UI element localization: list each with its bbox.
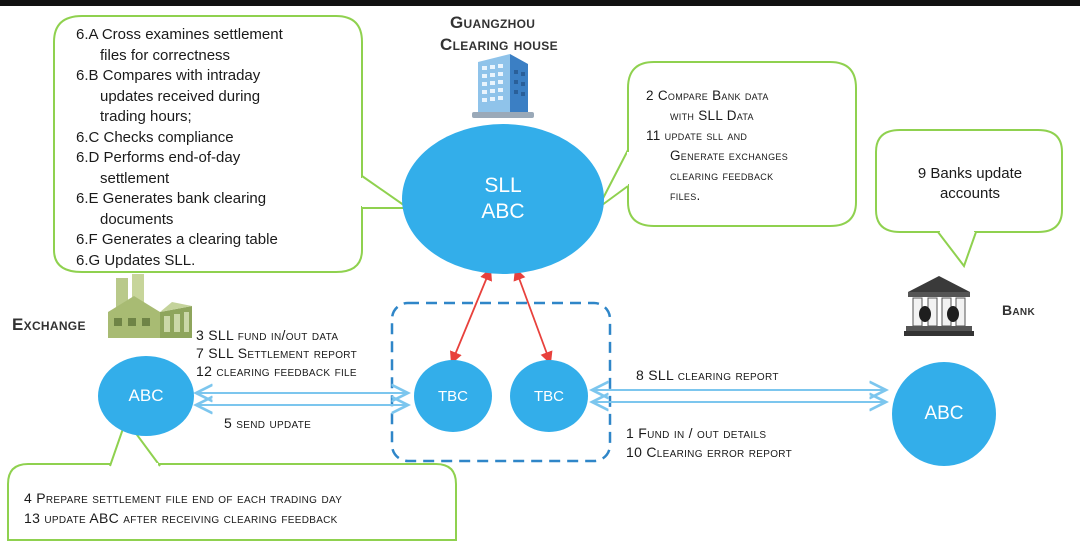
office-building-icon — [470, 52, 536, 120]
callout-line: with SLL Data — [670, 108, 754, 123]
factory-icon — [104, 272, 196, 342]
bank-abc-label: ABC — [924, 403, 964, 424]
tbc-right-node: TBC — [510, 360, 588, 432]
callout-line: settlement — [100, 169, 170, 187]
abc-label: ABC — [481, 200, 525, 223]
sll-abc-node: SLL ABC — [402, 124, 604, 274]
callout-line: 6.F Generates a clearing table — [76, 231, 278, 248]
bank-callout-tail — [937, 231, 977, 269]
right-callout-text: 2 Compare Bank data with SLL Data 11 upd… — [646, 86, 846, 206]
left-callout-shape — [53, 15, 363, 273]
title-line-1: Guangzhou — [450, 13, 536, 32]
tbc-left-node: TBC — [414, 360, 492, 432]
tbc-left-label: TBC — [438, 387, 468, 405]
callout-line: files. — [670, 188, 701, 203]
bank-abc-node: ABC — [892, 362, 996, 466]
top-border — [0, 0, 1080, 6]
callout-line: 6.C Checks compliance — [76, 128, 234, 146]
callout-line: 13 update ABC after receiving clearing f… — [24, 510, 338, 526]
callout-line: 6.E Generates bank clearing — [76, 190, 267, 207]
callout-line: Generate exchanges — [670, 148, 789, 163]
callout-line: trading hours; — [100, 108, 192, 125]
sll-label: SLL — [484, 174, 522, 197]
red-arrow-right — [513, 267, 553, 365]
callout-line: 6.D Performs end-of-day — [76, 149, 241, 166]
callout-line: updates received during — [100, 87, 261, 105]
flow-label: 10 Clearing error report — [626, 444, 793, 460]
exchange-abc-label: ABC — [128, 386, 164, 405]
callout-line: 2 Compare Bank data — [646, 88, 769, 103]
callout-line: documents — [100, 210, 174, 228]
flow-label: 12 clearing feedback file — [196, 363, 357, 379]
callout-line: 6.B Compares with intraday — [76, 67, 261, 84]
exchange-flow-labels: 3 SLL fund in/out data 7 SLL Settlement … — [196, 326, 357, 380]
callout-line: 11 update sll and — [646, 128, 748, 143]
bank-callout-text: 9 Banks update accounts — [880, 164, 1060, 204]
flow-label: 7 SLL Settlement report — [196, 345, 358, 361]
flow-label: 3 SLL fund in/out data — [196, 327, 339, 343]
left-callout-text: 6.A Cross examines settlement files for … — [76, 25, 356, 271]
callout-line: files for correctness — [100, 46, 231, 64]
flow-label: 1 Fund in / out details — [626, 425, 767, 441]
right-callout-shape — [627, 61, 857, 227]
callout-line: 9 Banks update — [917, 165, 1023, 182]
title-line-2: Clearing house — [440, 35, 558, 54]
exchange-abc-node: ABC — [98, 356, 194, 436]
tbc-right-label: TBC — [534, 387, 564, 405]
bottom-callout-text: 4 Prepare settlement file end of each tr… — [24, 488, 342, 528]
callout-line: 6.G Updates SLL. — [76, 251, 196, 269]
bottom-callout-shape — [7, 463, 457, 541]
clearing-report-label: 8 SLL clearing report — [636, 367, 779, 383]
callout-line: 4 Prepare settlement file end of each tr… — [24, 490, 343, 506]
exchange-label: Exchange — [12, 315, 86, 334]
callout-line: accounts — [939, 185, 1001, 202]
callout-line: 6.A Cross examines settlement — [76, 26, 283, 43]
bank-icon — [904, 274, 974, 338]
bank-callout-shape — [875, 129, 1063, 233]
callout-line: clearing feedback — [670, 168, 774, 183]
left-callout-tail — [361, 175, 412, 209]
send-update-label: 5 send update — [224, 415, 312, 431]
clearing-house-title: Guangzhou Clearing house — [440, 12, 558, 56]
bank-label: Bank — [1002, 302, 1035, 318]
red-arrow-left — [450, 267, 492, 365]
bank-flow-labels: 1 Fund in / out details 10 Clearing erro… — [626, 424, 792, 462]
